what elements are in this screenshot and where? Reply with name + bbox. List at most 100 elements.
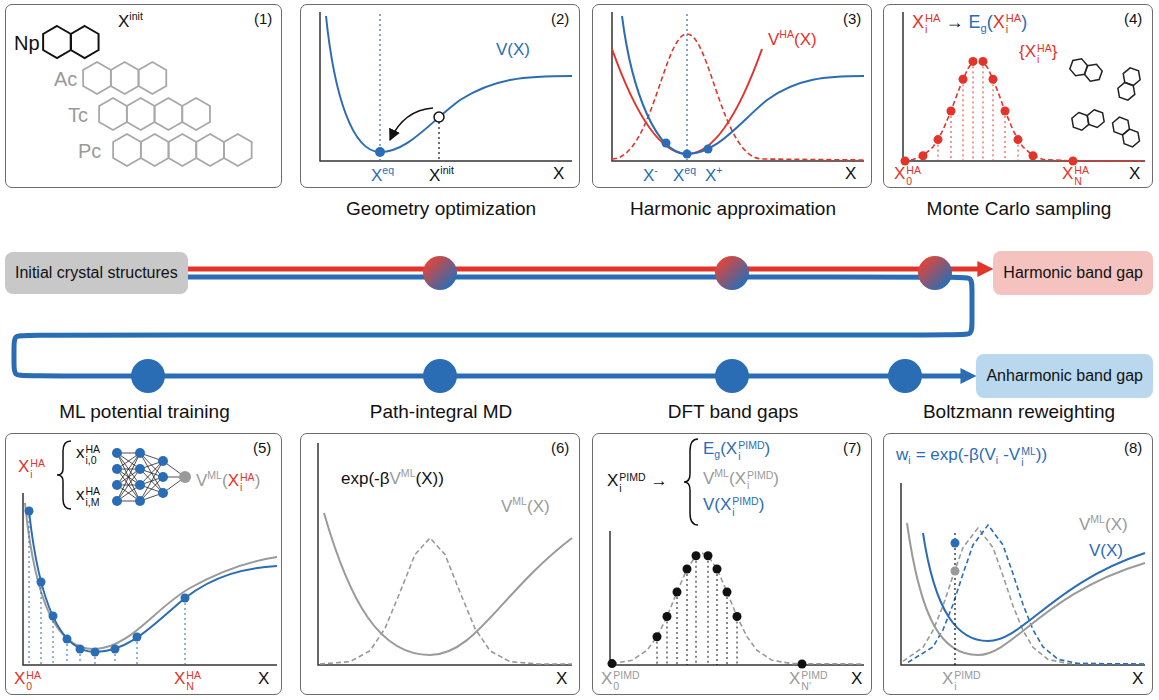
math-label: (X) — [794, 30, 817, 49]
math-label-group: V(X) — [1089, 542, 1123, 559]
superscript: ML — [1090, 513, 1105, 525]
step-title-group: Geometry optimization — [346, 199, 536, 218]
sample-points — [667, 617, 668, 666]
subscript: i — [30, 469, 45, 480]
harmonic-plot — [686, 14, 687, 161]
subscript: 0 — [613, 681, 639, 692]
math-label: X — [607, 471, 618, 490]
neural-network — [117, 453, 140, 501]
sample-points — [608, 551, 807, 668]
math-label: E — [703, 439, 714, 458]
math-label: V — [501, 497, 512, 516]
step-panel: Harmonic approximation(3)VHA(X)X-XeqX+X — [592, 4, 872, 188]
molecule-label-group: Pc — [78, 141, 101, 161]
reweighting-plot — [923, 533, 1145, 641]
math-label: V — [768, 30, 779, 49]
math-label: (X) — [1105, 515, 1128, 534]
subscript: 0 — [906, 176, 921, 187]
sample-points — [717, 569, 718, 665]
math-label: X — [912, 12, 924, 32]
neural-network — [117, 453, 140, 501]
script-stack: PIMDi — [738, 440, 764, 461]
sample-points — [49, 612, 58, 621]
superscript: HA — [86, 486, 101, 497]
axis-label: X — [845, 164, 856, 183]
step-title: Boltzmann reweighting — [923, 401, 1115, 422]
math-label: X — [673, 166, 684, 185]
script-stack: PIMDi — [954, 670, 980, 691]
reweighting-plot — [907, 523, 1145, 655]
script-stack: HAi — [30, 458, 45, 479]
superscript: HA — [1074, 165, 1089, 176]
axis-label: X — [1132, 669, 1143, 688]
math-label-group: Xeq — [673, 165, 696, 184]
math-label-group: VML(X) — [1079, 514, 1128, 533]
math-label: → — [946, 12, 964, 32]
math-label: X — [942, 669, 953, 688]
subscript: i — [240, 482, 255, 493]
sample-points — [63, 635, 72, 644]
acene-molecules — [169, 134, 197, 166]
superscript: init — [440, 164, 453, 176]
script-stack: HAN — [1074, 165, 1089, 186]
callout-number: (8) — [1124, 439, 1142, 456]
acene-molecules — [43, 26, 252, 166]
sample-points — [53, 616, 54, 665]
output-box: Anharmonic band gap — [976, 354, 1153, 398]
acene-molecules — [99, 98, 127, 130]
step-markers — [423, 359, 457, 393]
math-label: {X — [1019, 42, 1036, 61]
subscript: i — [1021, 457, 1036, 468]
step-title: ML potential training — [59, 401, 229, 422]
math-label-group: Xinit — [118, 11, 143, 30]
input-box: Initial crystal structures — [5, 252, 188, 294]
sample-points — [959, 75, 968, 84]
math-label-group: XPIMDi — [942, 670, 981, 691]
math-label-group: XPIMDN' — [789, 670, 828, 691]
math-label-group: xHAi,0 — [76, 444, 100, 465]
superscript: HA — [925, 13, 941, 24]
callout-number-group: (2) — [551, 11, 569, 26]
superscript: HA — [240, 472, 255, 483]
math-label: X — [429, 166, 440, 185]
harmonic-plot — [662, 139, 671, 148]
subscript: i — [738, 451, 764, 462]
molecule-label-group: Tc — [68, 105, 88, 125]
harmonic-plot — [704, 145, 713, 154]
step-panel: Monte Carlo sampling(4)XHAi→Eg(XHAi){XHA… — [883, 4, 1153, 188]
superscript: HA — [1037, 43, 1052, 54]
acene-molecules — [83, 62, 111, 94]
math-label: w — [896, 445, 908, 464]
math-label-group: XHAi→Eg(XHAi) — [912, 13, 1027, 36]
neural-network — [112, 496, 122, 506]
step-title-group: Monte Carlo sampling — [927, 199, 1112, 218]
acene-molecules — [83, 62, 252, 166]
potential-plot — [326, 16, 572, 152]
subscript: i — [1006, 24, 1022, 35]
potential-plot — [379, 14, 380, 161]
reweighting-plot — [903, 528, 1145, 664]
neural-network — [135, 448, 145, 458]
math-label: exp(-β — [341, 469, 390, 488]
step-panel: ML potential training(5)XHAixHAi,0xHAi,M… — [5, 433, 282, 695]
superscript: - — [654, 164, 658, 176]
step-title: Path-integral MD — [370, 401, 513, 422]
sample-points — [951, 111, 952, 161]
math-label: )) — [1036, 445, 1047, 464]
harmonic-plot — [612, 34, 864, 160]
subscript: g — [981, 22, 987, 34]
acene-molecules — [71, 26, 99, 58]
acene-molecules — [113, 134, 141, 166]
math-label: X — [174, 669, 185, 688]
sampling-plot — [903, 59, 1145, 161]
potential-plot — [390, 108, 433, 140]
sample-points — [91, 648, 100, 657]
sample-points — [41, 582, 42, 665]
axis-label-group: X — [258, 670, 269, 687]
pipeline-connector — [188, 267, 984, 272]
math-label-group: XHA0 — [14, 670, 41, 691]
sampling-plot — [903, 12, 1145, 161]
math-label: } — [1052, 42, 1058, 61]
math-label: = exp(-β(V — [916, 445, 996, 464]
harmonic-plot — [612, 12, 864, 161]
